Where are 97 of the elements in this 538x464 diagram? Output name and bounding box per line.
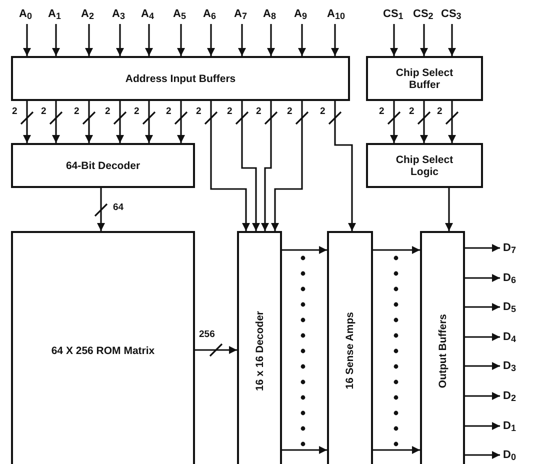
arrow [177,101,185,143]
function-block [420,231,465,464]
function-block [366,143,483,188]
edge-label: 2 [166,107,172,117]
signal-label: D$_{0}$ [503,449,516,463]
block-label: 16 x 16 Decoder [254,311,266,391]
function-block [327,231,373,464]
edge-label: 2 [105,107,110,117]
arrow [465,333,500,341]
block-label: Chip Select Buffer [394,66,454,90]
signal-label: D$_{4}$ [503,331,516,345]
signal-label: D$_{2}$ [503,390,516,404]
edge-label: 2 [379,107,384,117]
signal-label: A$_{9}$ [294,8,307,22]
signal-label: A$_{0}$ [19,8,32,22]
arrow [448,24,456,56]
arrow [23,24,31,56]
signal-label: A$_{10}$ [327,8,345,22]
signal-label: CS$_{2}$ [413,8,434,22]
signal-label: A$_{4}$ [141,8,154,22]
edge-label: 64 [113,203,124,213]
arrow [145,24,153,56]
arrow [420,101,428,143]
signal-label: A$_{7}$ [234,8,247,22]
block-label: 64-Bit Decoder [66,160,140,172]
arrow [97,188,105,231]
arrow [445,188,453,231]
arrow [271,101,303,231]
block-label: 16 Sense Amps [344,312,356,390]
arrow [465,392,500,400]
signal-label: A$_{5}$ [173,8,186,22]
arrow [282,446,327,454]
arrow [210,101,250,231]
arrow [390,24,398,56]
edge-label: 256 [199,330,215,340]
arrow [241,101,260,231]
arrow [267,24,275,56]
arrow [465,303,500,311]
arrow [390,101,398,143]
edge-label: 2 [12,107,18,117]
arrow [195,346,237,354]
signal-label: A$_{6}$ [203,8,216,22]
function-block [237,231,282,464]
signal-label: A$_{3}$ [112,8,125,22]
edge-label: 2 [134,107,140,117]
arrow [23,101,31,143]
function-block [11,56,350,101]
arrow [145,101,153,143]
edge-label: 2 [409,107,414,117]
block-label: Output Buffers [436,314,448,388]
signal-label: D$_{1}$ [503,420,516,434]
signal-label: D$_{5}$ [503,301,516,315]
arrow [334,101,356,231]
arrow [238,24,246,56]
arrow [207,24,215,56]
arrow [420,24,428,56]
function-block [11,143,195,188]
edge-label: 2 [437,107,442,117]
arrow [448,101,456,143]
edge-label: 2 [227,107,232,117]
arrow [261,101,272,231]
edge-label: 2 [256,107,262,117]
arrow [116,101,124,143]
block-label: 64 X 256 ROM Matrix [51,345,155,357]
signal-label: A$_{1}$ [48,8,61,22]
arrow [465,274,500,282]
arrow [52,101,60,143]
arrow [465,451,500,459]
function-block [11,231,195,464]
arrow [298,24,306,56]
edge-label: 2 [41,107,46,117]
edge-label: 2 [320,107,326,117]
signal-label: D$_{6}$ [503,272,516,286]
arrow [331,24,339,56]
edge-label: 2 [196,107,202,117]
arrow [465,244,500,252]
function-block [366,56,483,101]
edge-label: 2 [74,107,80,117]
arrow [282,246,327,254]
arrow [177,24,185,56]
block-label: Address Input Buffers [125,72,236,84]
arrow [85,24,93,56]
signal-label: D$_{3}$ [503,360,516,374]
edge-label: 2 [287,107,292,117]
arrow [85,101,93,143]
signal-label: CS$_{3}$ [441,8,462,22]
arrow [373,246,420,254]
arrow [52,24,60,56]
arrow [465,362,500,370]
signal-label: A$_{8}$ [263,8,276,22]
signal-label: CS$_{1}$ [383,8,404,22]
arrow [465,422,500,430]
block-label: Chip Select Logic [394,154,454,178]
signal-label: A$_{2}$ [81,8,94,22]
arrow [373,446,420,454]
signal-label: D$_{7}$ [503,242,516,256]
arrow [116,24,124,56]
